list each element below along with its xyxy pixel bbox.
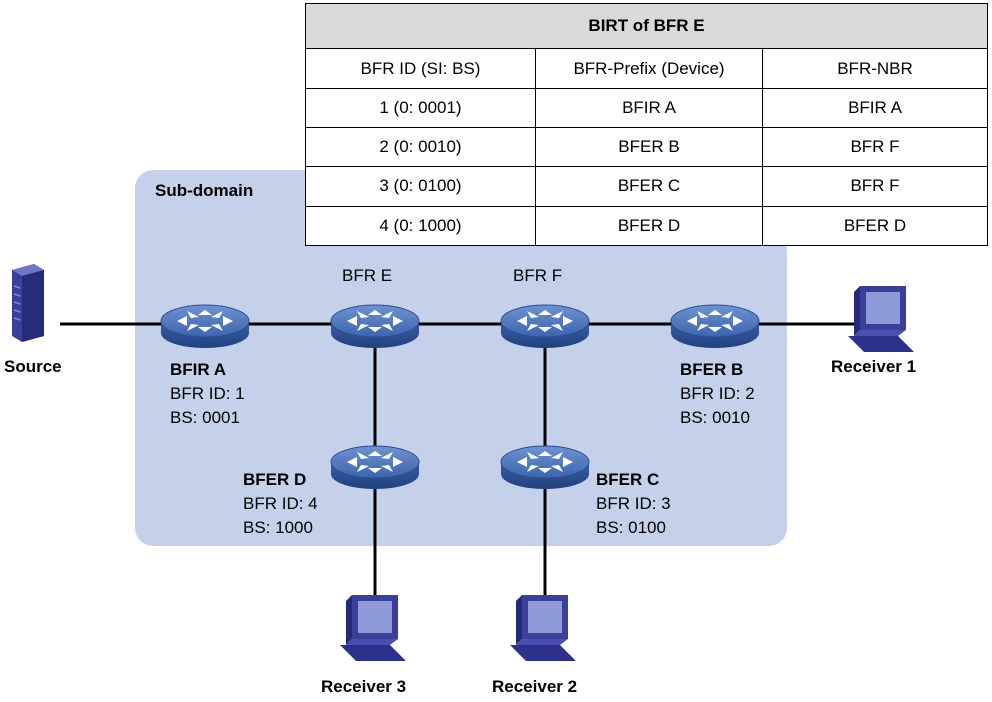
- receiver2-label: Receiver 2: [492, 677, 578, 696]
- router-bfr-e-icon: [330, 304, 420, 349]
- birt-cell: 2 (0: 0010): [305, 126, 536, 168]
- birt-row: 1 (0: 0001) BFIR A BFIR A: [305, 87, 988, 129]
- bfer-b-bs: BS: 0010: [680, 408, 750, 427]
- sub-domain-label: Sub-domain: [155, 181, 254, 200]
- birt-cell: BFR F: [762, 126, 988, 168]
- router-bfr-f-icon: [500, 304, 590, 349]
- birt-cell: BFIR A: [762, 87, 988, 129]
- source-server-icon: [11, 263, 45, 343]
- birt-cell: BFER D: [535, 205, 763, 247]
- bfir-a-id: BFR ID: 1: [170, 384, 245, 403]
- birt-cell: 4 (0: 1000): [305, 205, 536, 247]
- bfr-e-label: BFR E: [342, 266, 393, 285]
- receiver3-pc-icon: [340, 595, 406, 661]
- router-bfer-b-icon: [670, 304, 760, 349]
- birt-row: 3 (0: 0100) BFER C BFR F: [305, 166, 988, 207]
- bfer-b-name: BFER B: [680, 360, 744, 379]
- bfir-a-name: BFIR A: [170, 360, 227, 379]
- bfer-d-name: BFER D: [243, 470, 307, 489]
- birt-row: 4 (0: 1000) BFER D BFER D: [305, 205, 988, 247]
- bfer-c-info: BFER C BFR ID: 3 BS: 0100: [596, 468, 671, 540]
- birt-cell: 3 (0: 0100): [305, 166, 536, 207]
- router-bfer-c-icon: [500, 445, 590, 490]
- bfr-f-label: BFR F: [513, 266, 563, 285]
- birt-header-cell: BFR ID (SI: BS): [305, 48, 536, 89]
- receiver1-pc-icon: [848, 286, 914, 352]
- receiver2-pc-icon: [510, 595, 576, 661]
- bfer-d-id: BFR ID: 4: [243, 494, 318, 513]
- bfer-c-id: BFR ID: 3: [596, 494, 671, 513]
- bfer-d-bs: BS: 1000: [243, 518, 313, 537]
- birt-cell: BFR F: [762, 166, 988, 207]
- birt-table: BIRT of BFR E BFR ID (SI: BS) BFR-Prefix…: [305, 2, 988, 247]
- router-bfer-d-icon: [330, 445, 420, 490]
- birt-cell: BFER C: [535, 166, 763, 207]
- router-bfir-a-icon: [160, 304, 250, 349]
- receiver3-label: Receiver 3: [321, 677, 407, 696]
- birt-header-row: BFR ID (SI: BS) BFR-Prefix (Device) BFR-…: [305, 48, 988, 89]
- birt-cell: BFER D: [762, 205, 988, 247]
- birt-header-cell: BFR-Prefix (Device): [535, 48, 763, 89]
- bfer-d-info: BFER D BFR ID: 4 BS: 1000: [243, 468, 318, 540]
- bfer-b-id: BFR ID: 2: [680, 384, 755, 403]
- receiver1-label: Receiver 1: [831, 357, 917, 376]
- birt-header-cell: BFR-NBR: [762, 48, 988, 89]
- bfer-c-bs: BS: 0100: [596, 518, 666, 537]
- bfir-a-bs: BS: 0001: [170, 408, 240, 427]
- birt-cell: 1 (0: 0001): [305, 87, 536, 129]
- bfer-c-name: BFER C: [596, 470, 660, 489]
- birt-cell: BFER B: [535, 126, 763, 168]
- birt-row: 2 (0: 0010) BFER B BFR F: [305, 126, 988, 168]
- birt-cell: BFIR A: [535, 87, 763, 129]
- birt-table-title: BIRT of BFR E: [305, 2, 988, 50]
- bfer-b-info: BFER B BFR ID: 2 BS: 0010: [680, 358, 755, 430]
- source-label: Source: [4, 357, 62, 376]
- bfir-a-info: BFIR A BFR ID: 1 BS: 0001: [170, 358, 245, 430]
